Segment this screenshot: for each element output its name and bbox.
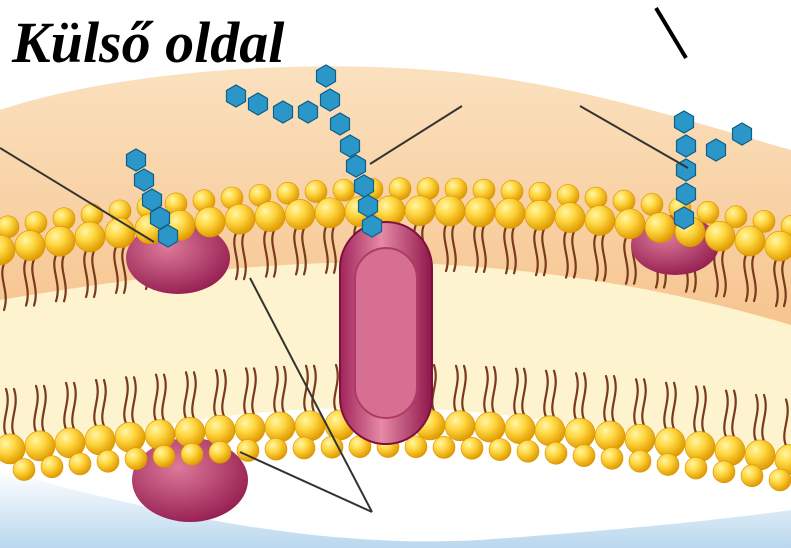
glucose-hexagon-icon bbox=[274, 101, 293, 123]
phospholipid-head bbox=[657, 454, 679, 476]
phospholipid-head bbox=[293, 437, 315, 459]
phospholipid-head bbox=[641, 193, 663, 215]
glucose-hexagon-icon bbox=[675, 111, 694, 133]
channel-protein bbox=[340, 222, 432, 444]
phospholipid-head bbox=[265, 412, 295, 442]
phospholipid-head bbox=[715, 436, 745, 466]
phospholipid-head bbox=[45, 226, 75, 256]
phospholipid-head bbox=[697, 201, 719, 223]
outside-label: Külső oldal bbox=[12, 14, 284, 72]
phospholipid-head bbox=[225, 204, 255, 234]
phospholipid-head bbox=[209, 441, 231, 463]
phospholipid-head bbox=[465, 197, 495, 227]
phospholipid-head bbox=[517, 440, 539, 462]
glucose-hexagon-icon bbox=[321, 89, 340, 111]
glucose-hexagon-icon bbox=[359, 195, 378, 217]
glucose-hexagon-icon bbox=[355, 175, 374, 197]
phospholipid-head bbox=[75, 222, 105, 252]
glucose-hexagon-icon bbox=[677, 135, 696, 157]
phospholipid-head bbox=[555, 203, 585, 233]
transmembrane-protein-core bbox=[355, 248, 417, 418]
inside-region bbox=[0, 470, 791, 548]
leader-line-lipid-b bbox=[240, 452, 372, 512]
phospholipid-head bbox=[205, 415, 235, 445]
phospholipid-head bbox=[741, 465, 763, 487]
phospholipid-head bbox=[645, 213, 675, 243]
phospholipid-head bbox=[765, 231, 791, 261]
glucose-hexagon-icon bbox=[347, 155, 366, 177]
phospholipid-head bbox=[195, 207, 225, 237]
glucose-hexagon-icon bbox=[127, 149, 146, 171]
glucose-hexagon-icon bbox=[135, 169, 154, 191]
phospholipid-head bbox=[13, 459, 35, 481]
phospholipid-head bbox=[69, 453, 91, 475]
glucose-hexagon-icon bbox=[733, 123, 752, 145]
phospholipid-head bbox=[175, 417, 205, 447]
phospholipid-head bbox=[655, 428, 685, 458]
glucose-hexagon-icon bbox=[227, 85, 246, 107]
glucose-hexagon-icon bbox=[317, 65, 336, 87]
glucose-hexagon-icon bbox=[299, 101, 318, 123]
phospholipid-head bbox=[495, 198, 525, 228]
phospholipid-head bbox=[735, 226, 765, 256]
phospholipid-head bbox=[489, 439, 511, 461]
phospholipid-head bbox=[15, 231, 45, 261]
phospholipid-head bbox=[445, 411, 475, 441]
phospholipid-head bbox=[97, 450, 119, 472]
glucose-hexagon-icon bbox=[249, 93, 268, 115]
glucose-hexagon-icon bbox=[707, 139, 726, 161]
glucose-hexagon-icon bbox=[341, 135, 360, 157]
phospholipid-head bbox=[565, 418, 595, 448]
phospholipid-head bbox=[615, 209, 645, 239]
phospholipid-head bbox=[53, 208, 75, 230]
phospholipid-head bbox=[585, 205, 615, 235]
glucose-hexagon-icon bbox=[159, 225, 178, 247]
phospholipid-head bbox=[573, 445, 595, 467]
phospholipid-head bbox=[315, 198, 345, 228]
phospholipid-head bbox=[535, 416, 565, 446]
phospholipid-head bbox=[461, 437, 483, 459]
phospholipid-head bbox=[595, 421, 625, 451]
phospholipid-head bbox=[333, 179, 355, 201]
phospholipid-head bbox=[625, 424, 655, 454]
phospholipid-head bbox=[545, 442, 567, 464]
leader-line-top bbox=[656, 8, 686, 58]
phospholipid-head bbox=[235, 413, 265, 443]
glucose-hexagon-icon bbox=[677, 183, 696, 205]
phospholipid-head bbox=[685, 457, 707, 479]
phospholipid-head bbox=[601, 447, 623, 469]
phospholipid-head bbox=[475, 412, 505, 442]
phospholipid-head bbox=[285, 199, 315, 229]
phospholipid-head bbox=[41, 456, 63, 478]
phospholipid-head bbox=[321, 436, 343, 458]
phospholipid-head bbox=[115, 422, 145, 452]
phospholipid-head bbox=[181, 443, 203, 465]
phospholipid-head bbox=[525, 200, 555, 230]
phospholipid-head bbox=[405, 196, 435, 226]
phospholipid-head bbox=[153, 445, 175, 467]
phospholipid-head bbox=[265, 438, 287, 460]
phospholipid-head bbox=[685, 432, 715, 462]
phospholipid-head bbox=[255, 202, 285, 232]
phospholipid-head bbox=[705, 221, 735, 251]
glucose-hexagon-icon bbox=[675, 207, 694, 229]
phospholipid-head bbox=[505, 414, 535, 444]
phospholipid-head bbox=[433, 436, 455, 458]
phospholipid-head bbox=[769, 469, 791, 491]
glucose-hexagon-icon bbox=[331, 113, 350, 135]
phospholipid-head bbox=[145, 420, 175, 450]
phospholipid-head bbox=[125, 448, 147, 470]
phospholipid-head bbox=[435, 196, 465, 226]
phospholipid-head bbox=[0, 216, 19, 238]
phospholipid-head bbox=[713, 461, 735, 483]
glucose-hexagon-icon bbox=[363, 215, 382, 237]
phospholipid-head bbox=[629, 450, 651, 472]
